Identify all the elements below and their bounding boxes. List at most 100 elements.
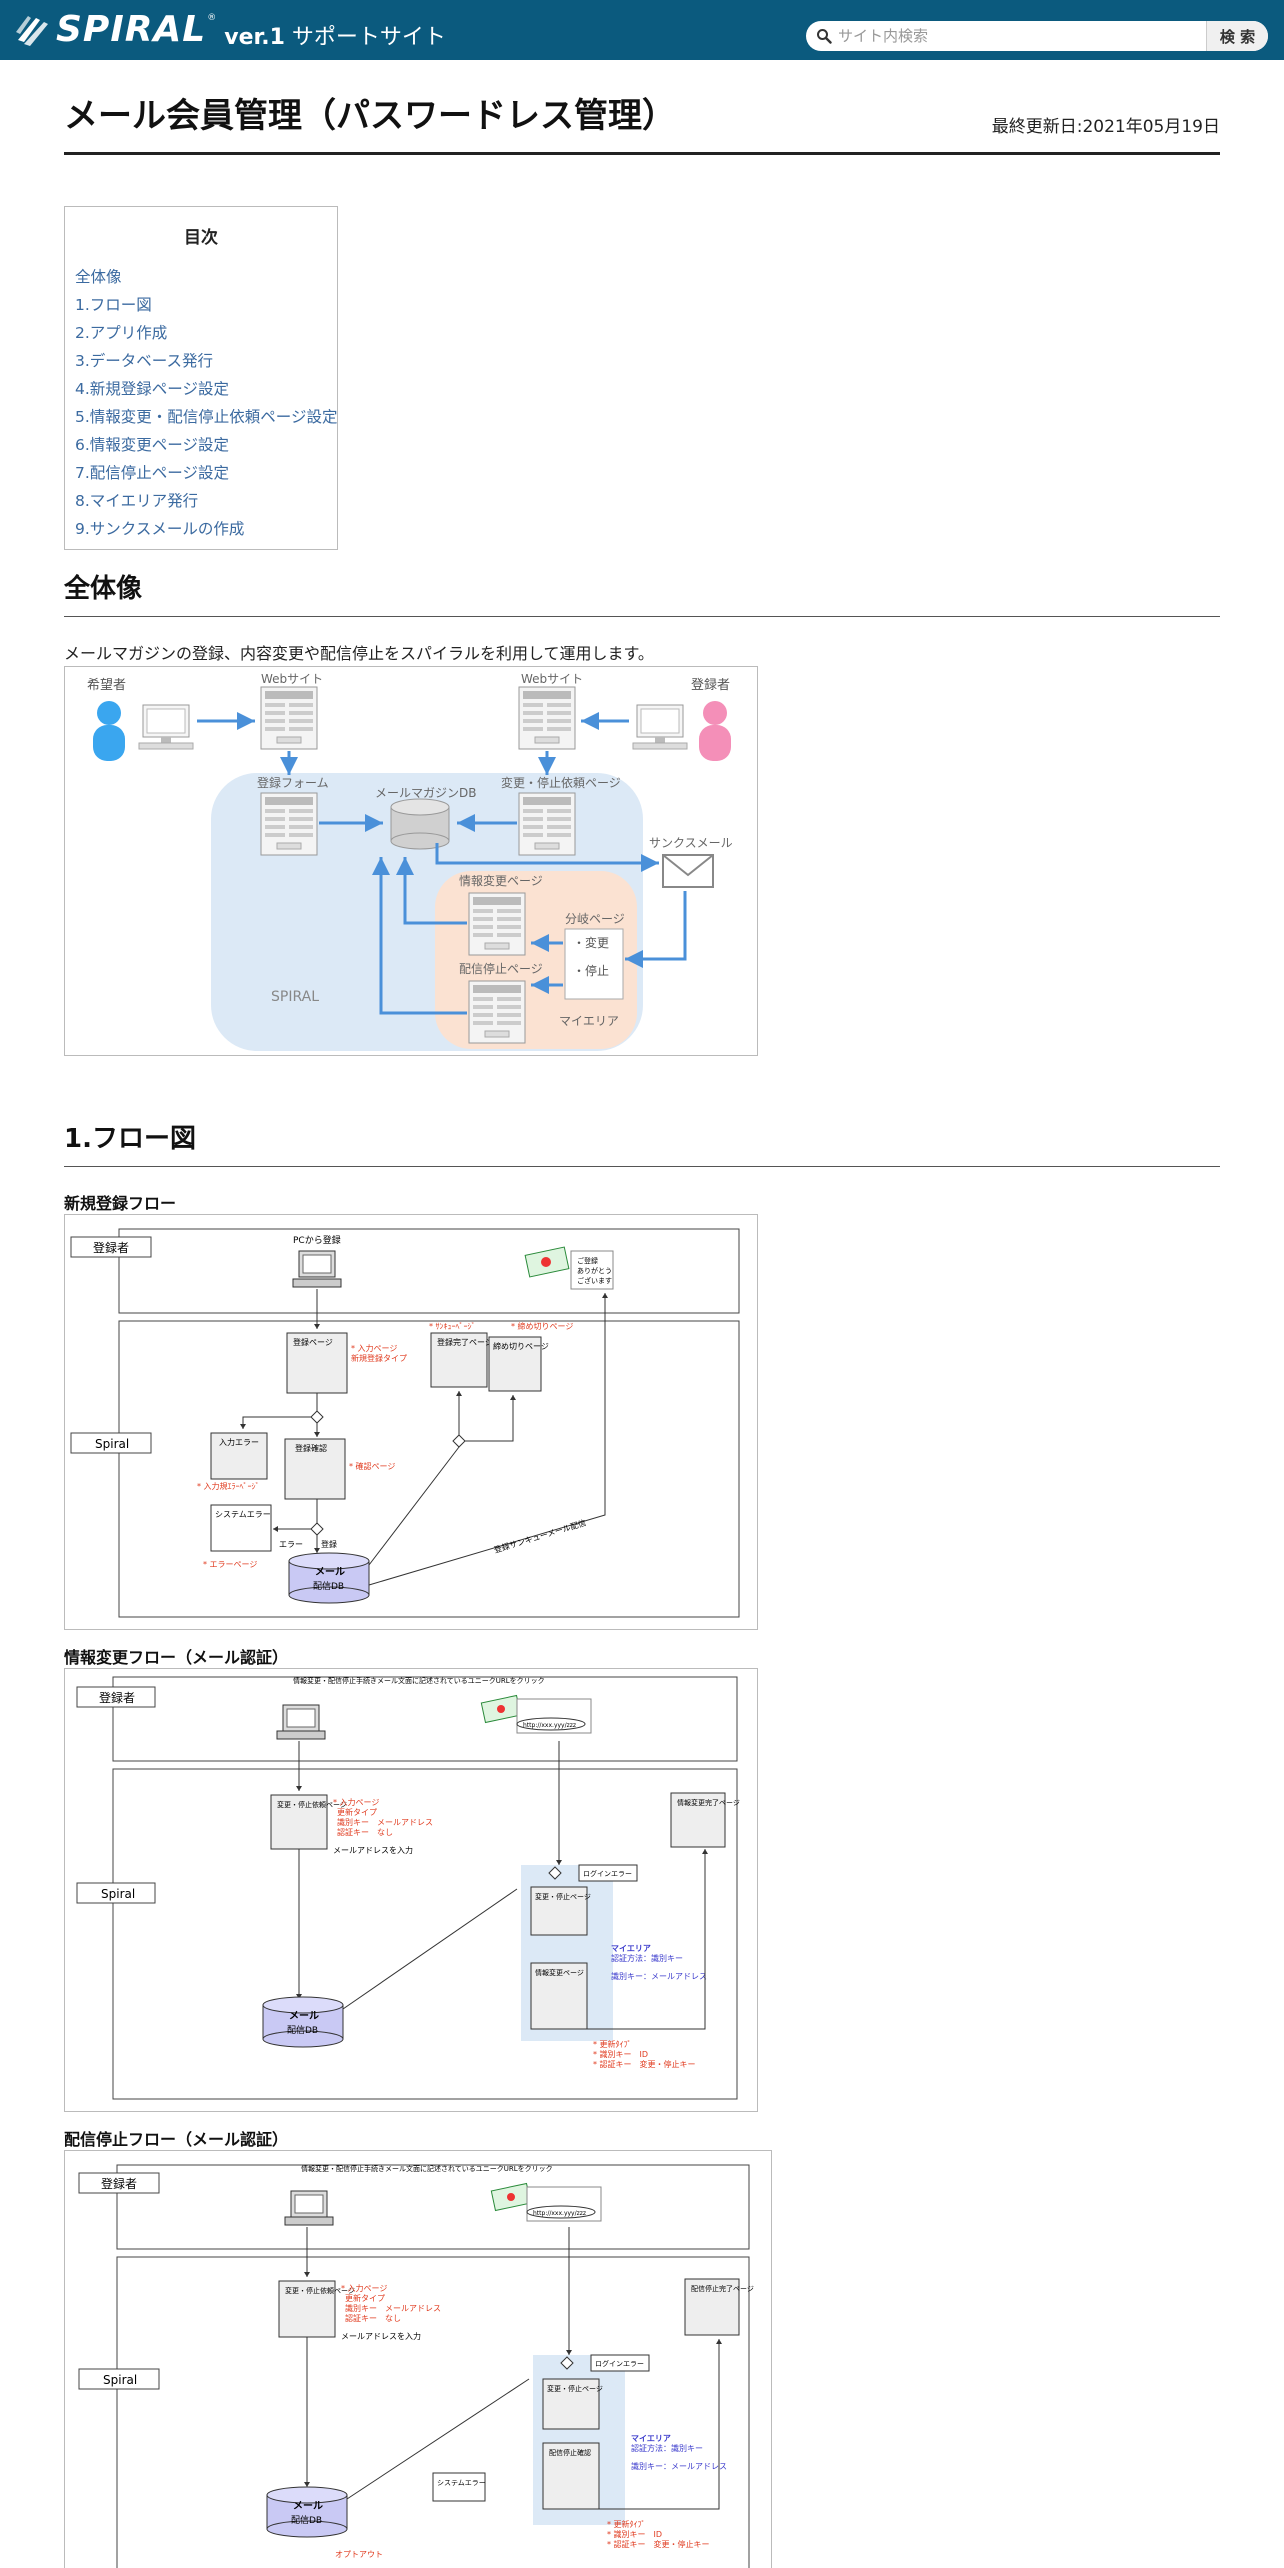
user-lane [118,1228,740,1314]
toc-link-overview[interactable]: 全体像 [75,268,122,286]
request-page-label: 変更・停止依頼ページ [501,775,621,790]
stop-update-type: * 更新ﾀｲﾌﾟ [607,2519,646,2529]
stop-request-box [278,2280,336,2338]
overview-heading: 全体像 [64,574,143,604]
change-lane-spiral-label: Spiral [101,1887,135,1901]
applicant-person-icon [93,701,125,761]
logo-text: SPIRAL [56,9,207,50]
db-label-1: メール [315,1566,345,1578]
search-button[interactable]: 検 索 [1206,21,1268,51]
thanks-page-box [430,1332,488,1388]
lane-user-label: 登録者 [93,1240,129,1255]
change-my-area-label: マイエリア [611,1944,651,1953]
change-login-error: ログインエラー [583,1869,632,1878]
stop-page-label: 配信停止ページ [459,961,543,976]
computer-icon [292,1250,342,1288]
change-id-key3: * 識別キー ID [593,2049,648,2059]
top-bar: SPIRAL ® ver.1 サポートサイト 検 索 [0,0,1284,60]
stop-confirm-label: 配信停止確認 [549,2448,591,2457]
toc-link-register-page[interactable]: 4.新規登録ページ設定 [75,380,229,398]
toc-link-database[interactable]: 3.データベース発行 [75,352,214,370]
change-type-note: 更新タイプ [337,1807,377,1817]
stop-login-error: ログインエラー [595,2359,644,2368]
change-lane-user-label: 登録者 [99,1690,135,1705]
thanks-card-icon: ご登録 ありがとう ございます [524,1246,614,1290]
stop-complete-label: 配信停止完了ページ [691,2284,754,2293]
register-edge-label: 登録 [321,1539,337,1549]
stop-url: http://xxx.yyy/zzz [533,2210,586,2217]
stop-opt-out: オプトアウト [335,2550,383,2559]
change-page-box [530,1962,588,2030]
change-stop-label: 変更・停止ページ [535,1892,591,1901]
toc-link-change-page[interactable]: 6.情報変更ページ設定 [75,436,229,454]
change-mail-icon: http://xxx.yyy/zzz [480,1694,592,1734]
table-of-contents: 目次 全体像 1.フロー図 2.アプリ作成 3.データベース発行 4.新規登録ペ… [64,206,338,550]
change-auth-key-note: 認証キー なし [337,1827,393,1837]
toc-link-stop-page[interactable]: 7.配信停止ページ設定 [75,464,229,482]
stop-computer-icon [284,2190,334,2226]
registrant-label: 登録者 [691,678,730,693]
change-flow-svg: 登録者 Spiral 情報変更・配信停止手続きメール文面に記述されているユニーク… [76,1676,740,2100]
website-right-label: Webサイト [521,672,583,686]
mail-envelope-icon [662,854,714,888]
stop-page-icon [468,980,526,1044]
closed-page-note: * 締め切りページ [511,1321,573,1331]
error-edge-label: エラー [279,1540,303,1549]
branch-page-label: 分岐ページ [565,912,625,926]
change-input-note: * 入力ページ [333,1797,379,1807]
request-page-icon [518,792,576,856]
stop-input-note: * 入力ページ [341,2283,387,2293]
change-update-type: * 更新ﾀｲﾌﾟ [593,2039,632,2049]
last-updated: 最終更新日:2021年05月19日 [991,117,1220,137]
toc-link-request-page[interactable]: 5.情報変更・配信停止依頼ページ設定 [75,408,338,426]
change-page-icon [468,892,526,956]
input-error-label: 入力エラー [219,1437,259,1447]
thanks-card-line-1: ご登録 [577,1256,598,1265]
stop-change-stop-box [542,2378,600,2430]
database-icon [390,798,450,850]
change-id-key-note: 識別キー メールアドレス [337,1817,433,1827]
title-divider [64,152,1220,155]
stop-id-key-note: 識別キー メールアドレス [345,2303,441,2313]
toc-title: 目次 [184,228,218,248]
thanks-page-note: * ｻﾝｷｭｰﾍﾟｰｼﾞ [429,1322,476,1331]
mail-db-icon [288,1552,370,1604]
search-icon [817,29,832,44]
stop-mail-icon: http://xxx.yyy/zzz [490,2182,602,2222]
website-left-page-icon [260,686,318,750]
toc-link-flow[interactable]: 1.フロー図 [75,296,152,314]
change-db-label-2: 配信DB [287,2024,318,2036]
toc-link-app[interactable]: 2.アプリ作成 [75,324,168,342]
change-email-input: メールアドレスを入力 [333,1845,413,1855]
registrant-person-icon [699,701,731,761]
stop-auth-key-note: 認証キー なし [345,2313,401,2323]
toc-link-thanks-mail[interactable]: 9.サンクスメールの作成 [75,520,245,538]
stop-confirm-box [542,2442,600,2510]
stop-click-note: 情報変更・配信停止手続きメール文面に記述されているユニークURLをクリック [301,2164,553,2173]
new-registration-flow-svg: 登録者 Spiral PCから登録 ご登録 ありがとう ございます 登録ページ … [70,1228,740,1618]
site-logo[interactable]: SPIRAL ® ver.1 サポートサイト [14,8,446,52]
stop-db-icon [266,2486,348,2538]
change-complete-box [670,1792,726,1848]
stop-system-error-box [432,2472,486,2502]
change-db-label-1: メール [289,2010,319,2022]
confirm-page-note: * 確認ページ [349,1461,395,1471]
confirm-page-box [284,1438,346,1500]
stop-lane-user-label: 登録者 [101,2176,137,2191]
stop-spiral-lane [116,2256,750,2568]
change-auth-key3: * 認証キー 変更・停止キー [593,2059,696,2069]
search-input[interactable] [832,22,1212,50]
system-error-label: システムエラー [215,1510,271,1519]
thanks-mail-label: サンクスメール [649,836,733,850]
change-user-lane [112,1676,738,1762]
new-reg-type-note: 新規登録タイプ [351,1353,407,1363]
site-name: サポートサイト [291,25,446,50]
system-error-note: * エラーページ [203,1560,257,1569]
pc-register-label: PCから登録 [293,1234,341,1246]
toc-link-my-area[interactable]: 8.マイエリア発行 [75,492,199,510]
left-pc-icon [138,704,194,750]
flow-heading: 1.フロー図 [64,1124,196,1154]
stop-db-label-1: メール [293,2500,323,2512]
change-page-label: 情報変更ページ [459,873,543,888]
overview-divider [64,616,1220,617]
